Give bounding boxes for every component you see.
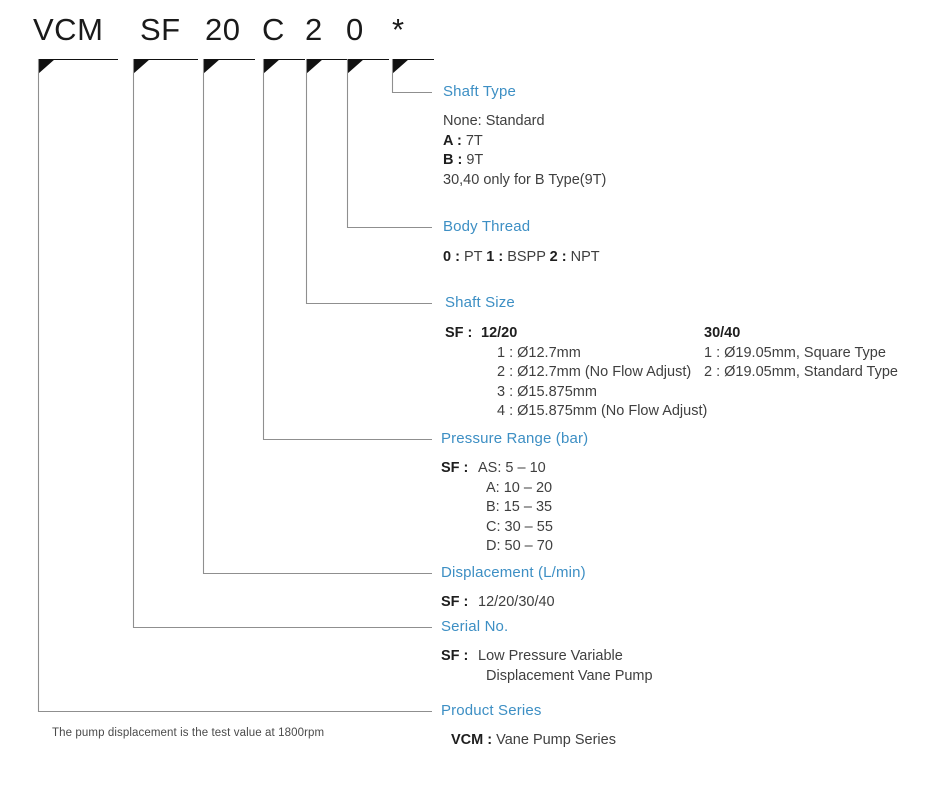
- shaft-size-right-option-1: 1 : Ø19.05mm, Square Type: [704, 344, 886, 361]
- code-segment-2: 2: [305, 12, 323, 47]
- shaft-size-option-3: 3 : Ø15.875mm: [497, 383, 597, 400]
- code-segment-c: C: [262, 12, 285, 47]
- code-segment-asterisk: *: [392, 12, 405, 47]
- serial-no-description-line1: SF :Low Pressure Variable: [441, 648, 623, 664]
- code-segment-sf: SF: [140, 12, 181, 47]
- pressure-range-option-as: SF :AS: 5 – 10: [441, 460, 546, 476]
- pressure-range-option-a: A: 10 – 20: [486, 479, 553, 496]
- callout-body-serial-no: SF :Low Pressure Variable Displacement V…: [441, 647, 653, 686]
- leader-shaft-size: [305, 58, 432, 305]
- callout-pressure-range: Pressure Range (bar) SF :AS: 5 – 10 A: 1…: [441, 430, 588, 557]
- callout-body-displacement: SF :12/20/30/40: [441, 593, 586, 613]
- shaft-size-option-4: 4 : Ø15.875mm (No Flow Adjust): [497, 403, 708, 419]
- leader-product-series: [37, 58, 432, 713]
- shaft-size-right-option-2: 2 : Ø19.05mm, Standard Type: [704, 364, 898, 380]
- callout-title-shaft-type: Shaft Type: [443, 83, 516, 100]
- leader-displacement: [202, 58, 432, 575]
- shaft-size-heading-right: 30/40: [704, 325, 741, 341]
- callout-body-body-thread: 0 : PT 1 : BSPP 2 : NPT: [443, 248, 600, 268]
- shaft-size-right-column: 30/40 1 : Ø19.05mm, Square Type 2 : Ø19.…: [704, 324, 898, 383]
- callout-body-product-series: VCM : Vane Pump Series: [441, 731, 616, 751]
- shaft-size-option-1: 1 : Ø12.7mm: [497, 344, 581, 361]
- body-thread-options: 0 : PT 1 : BSPP 2 : NPT: [443, 249, 600, 265]
- callout-title-product-series: Product Series: [441, 702, 542, 719]
- callout-title-body-thread: Body Thread: [443, 218, 531, 235]
- callout-title-shaft-size: Shaft Size: [445, 294, 515, 311]
- displacement-values: SF :12/20/30/40: [441, 594, 555, 610]
- callout-body-shaft-type: None: Standard A : 7T B : 9T 30,40 only …: [443, 112, 606, 190]
- pressure-range-option-b: B: 15 – 35: [486, 499, 553, 515]
- callout-title-pressure-range: Pressure Range (bar): [441, 430, 589, 447]
- shaft-size-option-2: 2 : Ø12.7mm (No Flow Adjust): [497, 364, 692, 380]
- shaft-type-note: 30,40 only for B Type(9T): [443, 171, 607, 188]
- callout-body-pressure-range: SF :AS: 5 – 10 A: 10 – 20 B: 15 – 35 C: …: [441, 459, 588, 557]
- shaft-type-option-a: A : 7T: [443, 132, 483, 149]
- code-segment-vcm: VCM: [33, 12, 104, 47]
- leader-pressure-range: [262, 58, 432, 441]
- callout-shaft-type: Shaft Type None: Standard A : 7T B : 9T …: [443, 83, 606, 190]
- callout-body-shaft-size: SF :12/20 1 : Ø12.7mm 2 : Ø12.7mm (No Fl…: [445, 324, 898, 422]
- leader-shaft-type: [391, 58, 434, 94]
- shaft-type-option-b: B : 9T: [443, 152, 484, 168]
- callout-serial-no: Serial No. SF :Low Pressure Variable Dis…: [441, 618, 653, 686]
- callout-displacement: Displacement (L/min) SF :12/20/30/40: [441, 564, 586, 613]
- callout-shaft-size: Shaft Size SF :12/20 1 : Ø12.7mm 2 : Ø12…: [445, 294, 898, 422]
- code-segment-20: 20: [205, 12, 241, 47]
- shaft-type-option-none: None: Standard: [443, 113, 545, 129]
- shaft-size-heading-left: SF :12/20: [445, 325, 518, 341]
- leader-body-thread: [346, 58, 432, 229]
- serial-no-description-line2: Displacement Vane Pump: [486, 667, 653, 684]
- product-series-description: VCM : Vane Pump Series: [451, 732, 616, 748]
- callout-product-series: Product Series VCM : Vane Pump Series: [441, 702, 616, 751]
- product-code-string: VCM SF 20 C 2 0 *: [0, 0, 929, 56]
- pressure-range-option-c: C: 30 – 55: [486, 518, 553, 535]
- callout-body-thread: Body Thread 0 : PT 1 : BSPP 2 : NPT: [443, 218, 600, 268]
- callout-title-serial-no: Serial No.: [441, 618, 509, 635]
- code-segment-0: 0: [346, 12, 364, 47]
- footnote-text: The pump displacement is the test value …: [52, 727, 325, 739]
- pressure-range-option-d: D: 50 – 70: [486, 538, 553, 554]
- callout-title-displacement: Displacement (L/min): [441, 564, 586, 581]
- leader-serial-no: [132, 58, 432, 629]
